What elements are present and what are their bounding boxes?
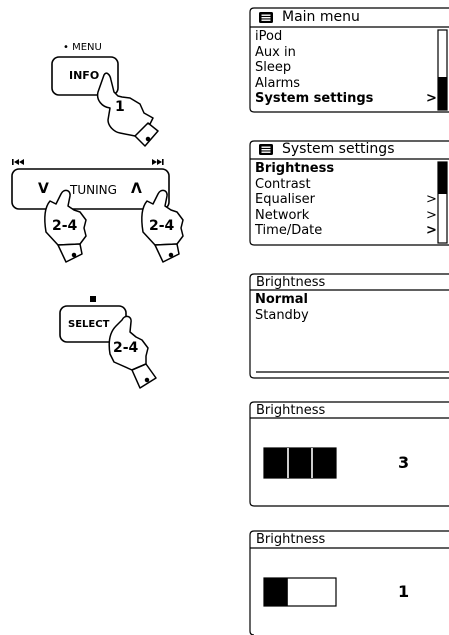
tuning-up-glyph: Λ (131, 181, 142, 197)
menu-list-icon (259, 144, 273, 155)
brightness-value: 1 (398, 582, 410, 601)
tuning-down-glyph: V (38, 181, 49, 197)
menu-item-selected: Brightness (255, 161, 335, 176)
submenu-arrow: > (426, 207, 437, 223)
menu-item: Time/Date (255, 223, 323, 238)
stop-icon (90, 296, 96, 302)
screen-title: Brightness (256, 275, 326, 290)
brightness-level-bar (263, 447, 337, 479)
screen-title: System settings (282, 141, 395, 157)
brightness-menu-screen (249, 273, 449, 379)
screen-title: Main menu (282, 9, 360, 25)
menu-item: Contrast (255, 176, 311, 192)
main-menu-screen (249, 7, 449, 113)
submenu-arrow: > (426, 91, 437, 106)
menu-item: Equaliser (255, 192, 316, 207)
tuning-button-label: TUNING (70, 183, 117, 197)
step-number: 2-4 (149, 218, 175, 234)
step-number: 2-4 (113, 340, 139, 356)
brightness-high-screen (249, 401, 449, 507)
submenu-arrow: > (426, 192, 437, 207)
brightness-level-bar (263, 577, 337, 607)
step-number: 2-4 (52, 218, 78, 234)
menu-item: Aux in (255, 44, 296, 60)
menu-item: Sleep (255, 60, 292, 75)
menu-list-icon (259, 12, 273, 23)
skip-back-icon (12, 159, 24, 165)
menu-item: Alarms (255, 75, 301, 91)
menu-item: iPod (255, 29, 283, 44)
hand-pointer-icon (96, 72, 159, 147)
step-number: 1 (115, 99, 125, 115)
menu-label: • MENU (63, 42, 102, 53)
menu-item-selected: Normal (255, 292, 308, 307)
brightness-value: 3 (398, 453, 410, 472)
skip-forward-icon (152, 159, 164, 165)
screen-title: Brightness (256, 532, 326, 547)
menu-item-selected: System settings (255, 91, 374, 106)
menu-item: Network (255, 207, 310, 223)
screen-title: Brightness (256, 403, 326, 418)
hand-pointer-icon (44, 189, 87, 263)
menu-item: Standby (255, 307, 309, 323)
system-settings-screen (249, 140, 449, 246)
hand-pointer-icon (108, 315, 157, 389)
hand-pointer-icon (141, 189, 184, 263)
tuning-button[interactable] (11, 168, 170, 210)
submenu-arrow: > (426, 223, 437, 238)
select-button-label: SELECT (68, 319, 110, 330)
info-button-label: INFO (69, 69, 100, 82)
